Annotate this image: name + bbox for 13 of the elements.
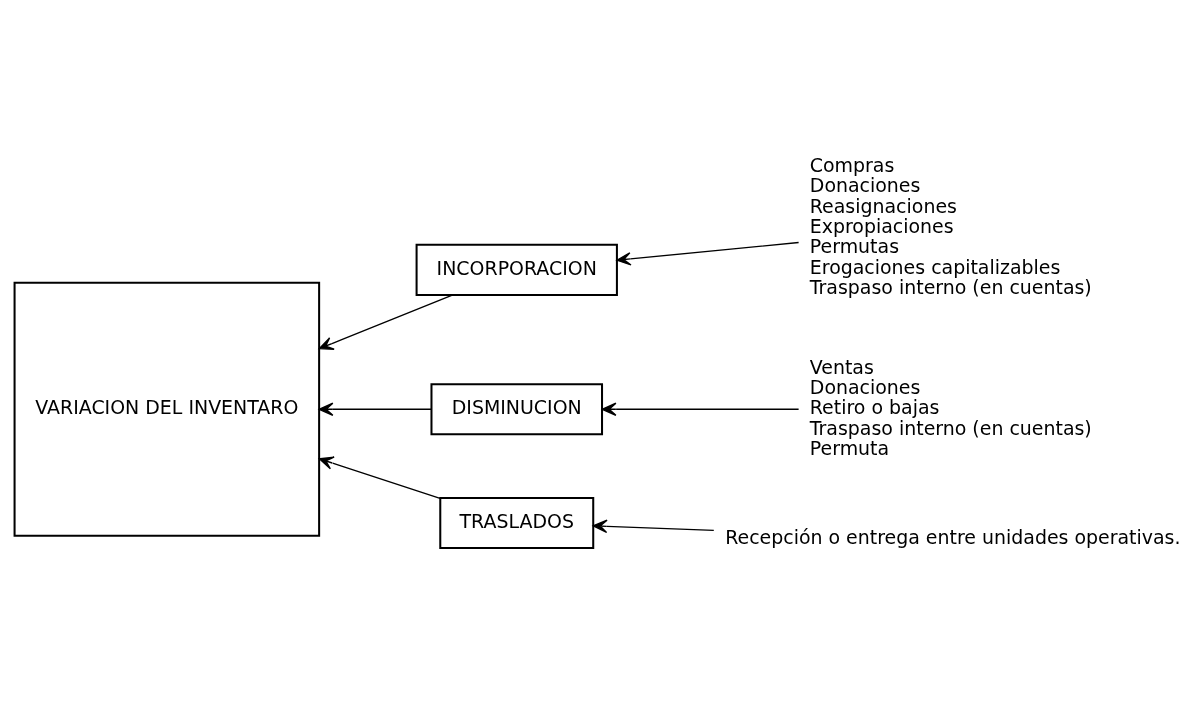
arrow <box>616 241 800 266</box>
arrow <box>601 402 800 417</box>
node-box: INCORPORACION <box>415 243 618 296</box>
node-text: Compras Donaciones Reasignaciones Expropiaciones Permutas Erogaciones capitalizables Traspaso interno (en cuentas) <box>809 153 1092 298</box>
arrow <box>318 456 441 499</box>
node-text: Recepción o entrega entre unidades operativas. <box>725 526 1181 549</box>
arrow <box>592 519 715 534</box>
arrow <box>318 402 433 417</box>
node-box: VARIACION DEL INVENTARO <box>13 281 321 537</box>
node-box: DISMINUCION <box>430 383 604 436</box>
arrow <box>318 294 454 350</box>
node-text: Ventas Donaciones Retiro o bajas Traspaso interno (en cuentas) Permuta <box>809 355 1092 459</box>
node-box: TRASLADOS <box>439 496 595 550</box>
